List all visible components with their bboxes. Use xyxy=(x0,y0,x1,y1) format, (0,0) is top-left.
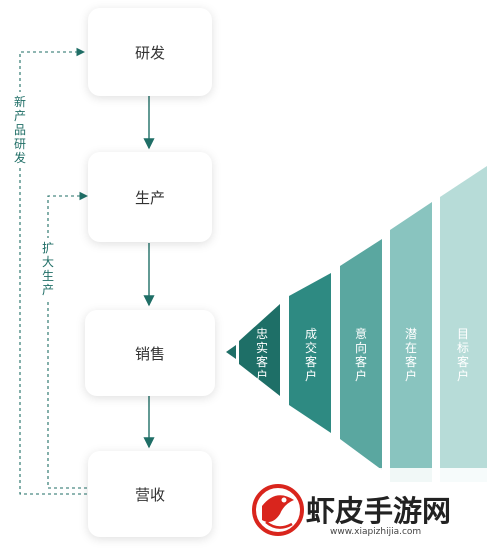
funnel-label-converted: 成交客户 xyxy=(304,327,317,383)
funnel-label-loyal: 忠实客户 xyxy=(255,327,268,383)
feedback-label-new-product: 新产品研发 xyxy=(13,92,27,168)
funnel-tier-target xyxy=(440,166,487,482)
step-production-label: 生产 xyxy=(134,188,165,207)
funnel-label-intent: 意向客户 xyxy=(354,327,367,383)
step-rd: 研发 xyxy=(88,8,212,96)
step-production: 生产 xyxy=(88,152,212,242)
feedback-label-expand-production: 扩大生产 xyxy=(41,238,55,300)
step-rd-label: 研发 xyxy=(134,43,165,62)
funnel-tier-potential xyxy=(390,202,432,482)
feedback-loop-new-product xyxy=(19,47,87,495)
funnel-tier-converted xyxy=(289,273,331,433)
funnel-pointer xyxy=(226,345,236,359)
funnel-label-target: 目标客户 xyxy=(456,327,469,383)
step-revenue: 营收 xyxy=(88,451,212,537)
feedback-loop-expand-production xyxy=(47,191,89,489)
watermark-text: 虾皮手游网 xyxy=(306,494,452,528)
step-sales-label: 销售 xyxy=(134,344,165,363)
step-sales: 销售 xyxy=(85,310,215,396)
funnel-tier-loyal xyxy=(239,304,280,396)
watermark-backdrop xyxy=(245,468,500,550)
step-revenue-label: 营收 xyxy=(134,485,165,504)
watermark-url: www.xiapizhijia.com xyxy=(330,527,422,537)
funnel-label-potential: 潜在客户 xyxy=(404,327,417,383)
funnel-tier-intent xyxy=(340,239,382,470)
